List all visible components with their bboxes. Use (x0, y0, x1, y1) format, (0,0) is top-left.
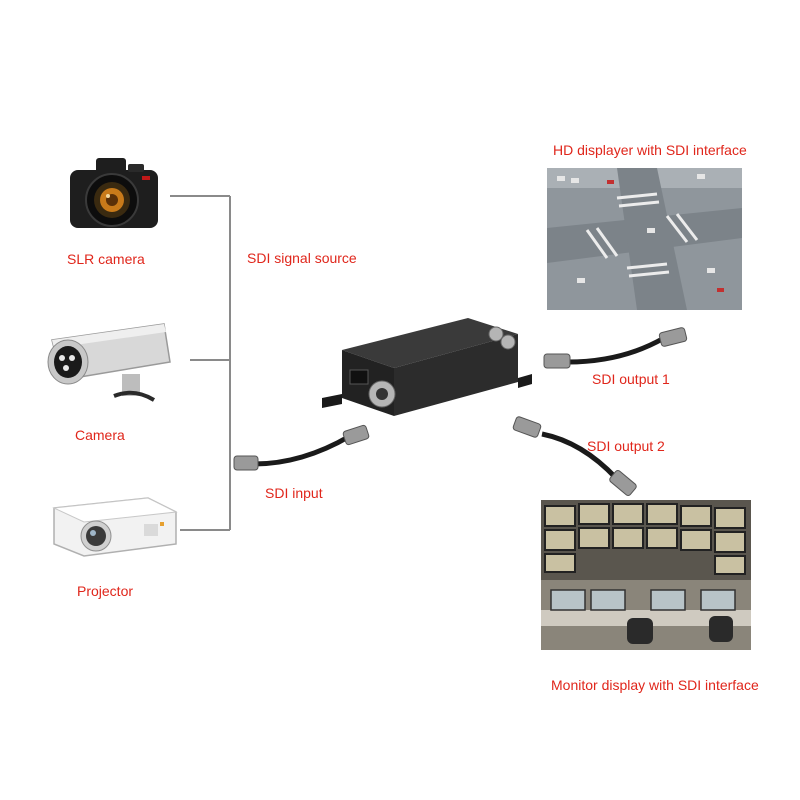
security-camera-icon (47, 323, 171, 402)
sdi-output-2-cable (512, 416, 637, 496)
sdi-output-1-label: SDI output 1 (592, 371, 670, 387)
sdi-splitter-device (322, 318, 532, 416)
projector-label: Projector (77, 583, 134, 599)
sdi-output-1-cable (543, 327, 688, 369)
intersection-photo (547, 168, 742, 310)
sdi-input-label: SDI input (265, 485, 323, 501)
hd-displayer-label: HD displayer with SDI interface (553, 142, 747, 158)
sdi-output-2-label: SDI output 2 (587, 438, 665, 454)
sdi-signal-source-label: SDI signal source (247, 250, 357, 266)
monitor-display-label: Monitor display with SDI interface (551, 677, 759, 693)
projector-icon (52, 497, 178, 557)
control-room-photo (541, 500, 751, 650)
slr-camera-label: SLR camera (67, 251, 145, 267)
camera-label: Camera (75, 427, 125, 443)
sdi-input-cable (233, 424, 370, 471)
slr-camera-icon (70, 158, 158, 228)
